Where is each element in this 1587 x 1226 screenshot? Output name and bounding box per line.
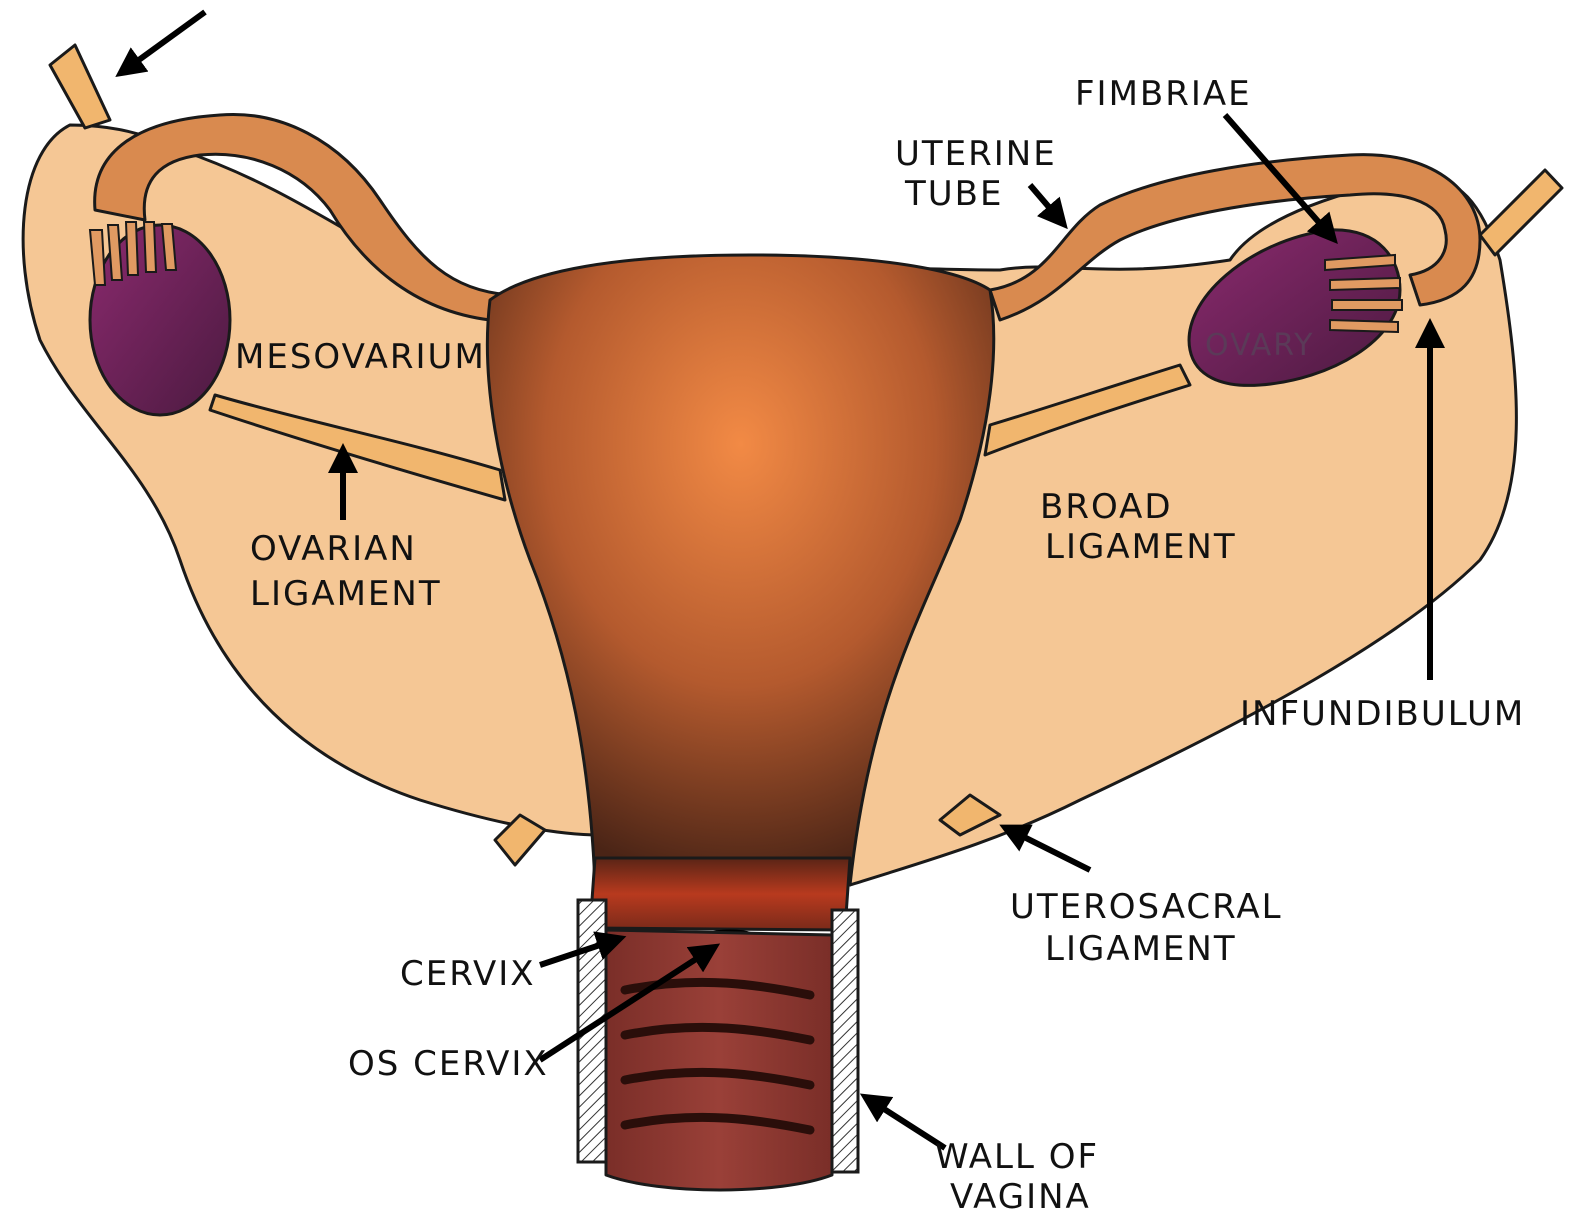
label-uterosacral-line1: UTEROSACRAL bbox=[1010, 887, 1283, 927]
label-os-cervix: OS CERVIX bbox=[348, 1044, 549, 1084]
arrow-uterine-tube bbox=[1030, 185, 1060, 220]
label-uterine-tube-line2: TUBE bbox=[904, 174, 1003, 214]
label-infundibulum: INFUNDIBULUM bbox=[1240, 694, 1525, 734]
label-ovarian-ligament-line1: OVARIAN bbox=[250, 529, 417, 569]
label-wall-of-vagina-line2: VAGINA bbox=[950, 1177, 1091, 1217]
arrow-uterosacral bbox=[1010, 830, 1090, 870]
arrow-wall-of-vagina bbox=[870, 1100, 945, 1148]
label-wall-of-vagina-line1: WALL OF bbox=[935, 1137, 1099, 1177]
label-broad-ligament-line2: LIGAMENT bbox=[1045, 527, 1237, 567]
label-ovarian-ligament-line2: LIGAMENT bbox=[250, 574, 442, 614]
label-uterine-tube-line1: UTERINE bbox=[895, 134, 1057, 174]
suspensory-cord-right bbox=[1480, 170, 1562, 255]
vagina-wall-right bbox=[832, 910, 858, 1172]
label-broad-ligament-line1: BROAD bbox=[1040, 487, 1173, 527]
label-mesovarium: MESOVARIUM bbox=[235, 337, 486, 377]
suspensory-cord-left bbox=[50, 45, 110, 128]
vagina bbox=[606, 930, 832, 1190]
label-uterosacral-line2: LIGAMENT bbox=[1045, 929, 1237, 969]
cervix bbox=[590, 858, 850, 930]
arrow-top-left bbox=[125, 12, 205, 70]
label-fimbriae: FIMBRIAE bbox=[1075, 74, 1252, 114]
label-ovary: OVARY bbox=[1205, 328, 1314, 363]
label-cervix: CERVIX bbox=[400, 954, 536, 994]
